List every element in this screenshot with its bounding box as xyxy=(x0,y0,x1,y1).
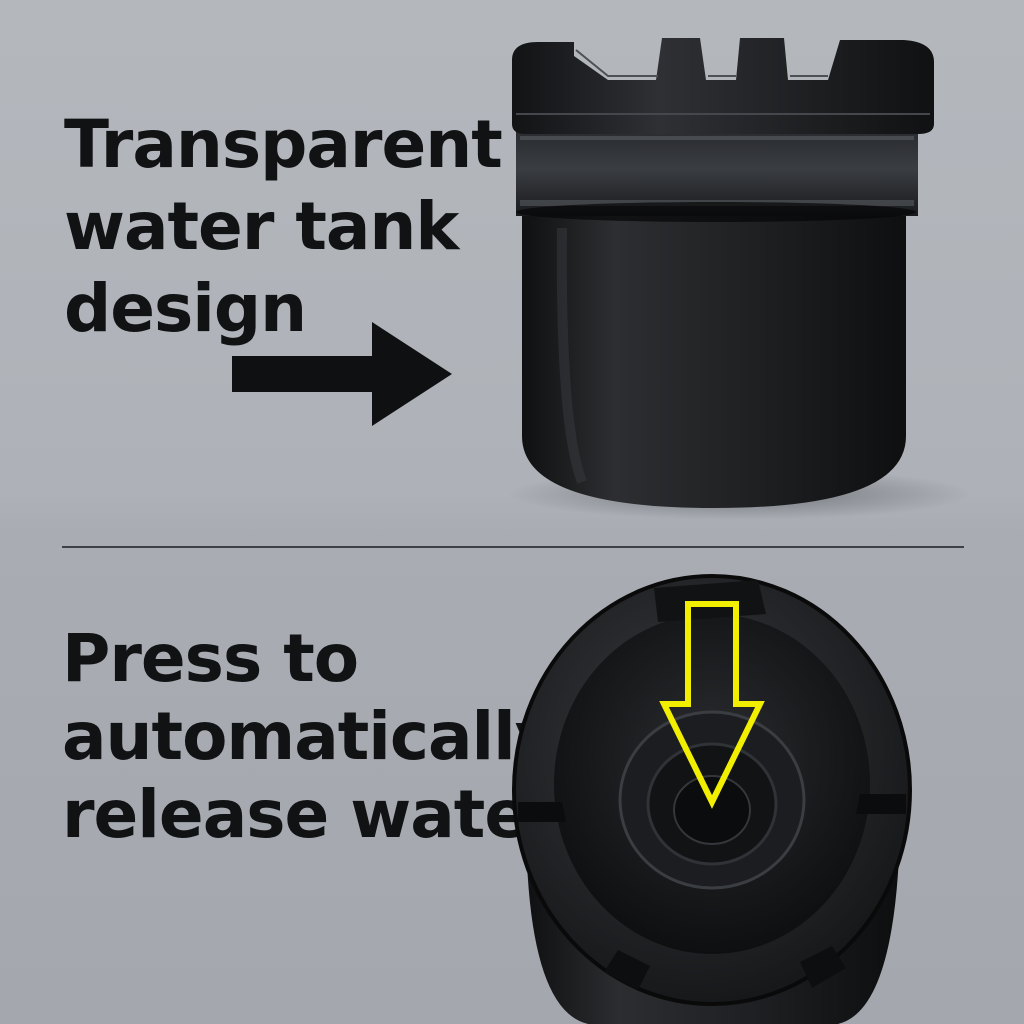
section-divider xyxy=(62,546,964,548)
feature-heading-line: Transparent xyxy=(64,106,503,183)
arrow-down-icon xyxy=(659,601,765,809)
feature-heading-line: release water xyxy=(62,776,561,853)
feature-heading-line: water tank xyxy=(64,188,459,265)
feature-heading-water-tank: Transparent water tank design xyxy=(64,104,503,350)
feature-heading-line: automatically xyxy=(62,698,558,775)
feature-heading-line: Press to xyxy=(62,620,359,697)
feature-heading-auto-release: Press to automatically release water xyxy=(62,620,561,854)
arrow-right-icon xyxy=(232,322,452,426)
transparent-water-tank-image xyxy=(508,38,970,520)
feature-heading-line: design xyxy=(64,270,307,347)
